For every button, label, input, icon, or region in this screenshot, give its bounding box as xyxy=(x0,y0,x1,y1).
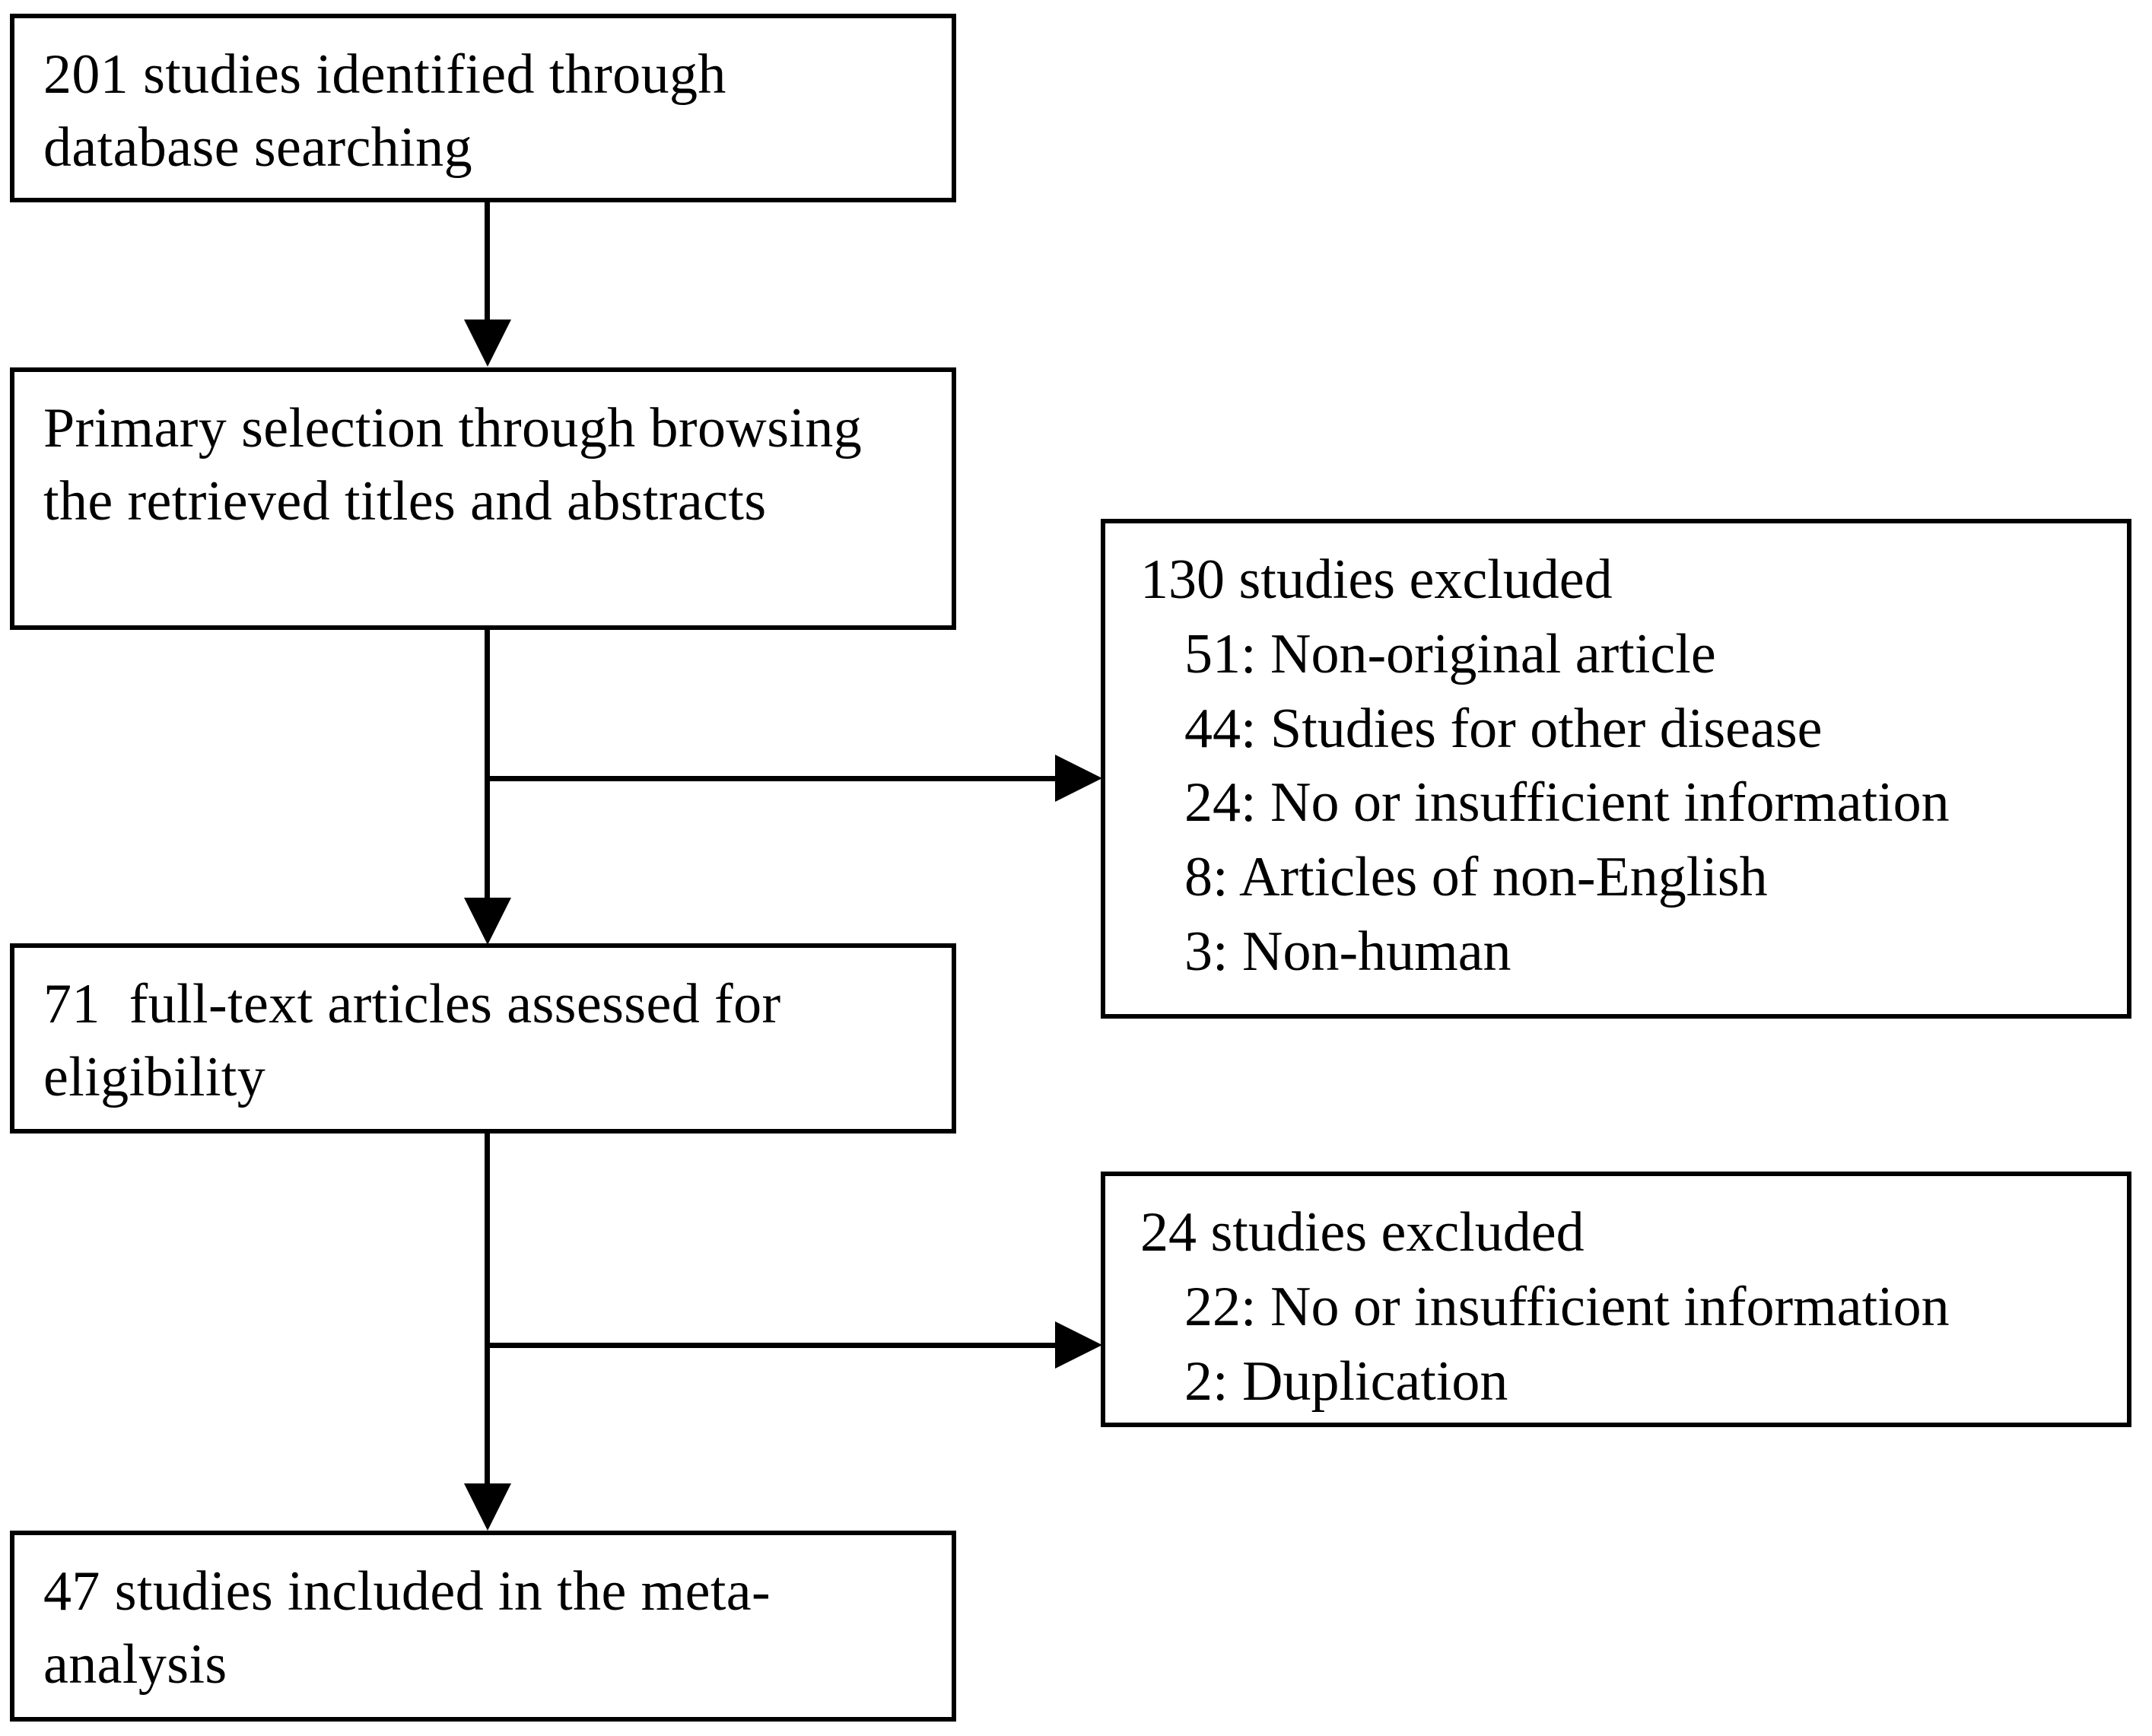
exclusion-reason-list-eligibility: 22: No or insufficient information 2: Du… xyxy=(1184,1270,1950,1419)
node-label-identification: 201 studies identified through database … xyxy=(43,43,741,180)
node-box-identification: 201 studies identified through database … xyxy=(10,14,956,202)
connector-primary-to-fulltext xyxy=(485,630,490,900)
exclusion-reason-list-screening: 51: Non-original article 44: Studies for… xyxy=(1184,618,1950,989)
exclusion-title-eligibility: 24 studies excluded xyxy=(1140,1201,1585,1264)
exclusion-box-screening: 130 studies excluded 51: Non-original ar… xyxy=(1101,519,2131,1019)
node-label-full-text-assessed: 71 full-text articles assessed for eligi… xyxy=(43,973,796,1109)
connector-branch-exclusion-eligibility xyxy=(485,1343,1057,1348)
exclusion-box-eligibility: 24 studies excluded 22: No or insufficie… xyxy=(1101,1172,2131,1427)
node-label-included: 47 studies included in the meta-analysis xyxy=(43,1560,771,1696)
exclusion-reason-item: 8: Articles of non-English xyxy=(1184,846,1768,909)
exclusion-reason-item: 2: Duplication xyxy=(1184,1350,1508,1413)
connector-identification-to-primary xyxy=(485,202,490,321)
exclusion-reason-item: 51: Non-original article xyxy=(1184,623,1716,685)
connector-fulltext-to-included xyxy=(485,1133,490,1487)
arrowhead-down-identification xyxy=(464,320,511,367)
exclusion-reason-item: 24: No or insufficient information xyxy=(1184,771,1950,835)
arrowhead-right-exclusion-eligibility xyxy=(1055,1321,1102,1369)
node-label-primary-selection: Primary selection through browsing the r… xyxy=(43,397,877,533)
exclusion-reason-item: 22: No or insufficient information xyxy=(1184,1276,1950,1338)
connector-branch-exclusion-screening xyxy=(485,776,1057,781)
arrowhead-right-exclusion-screening xyxy=(1055,755,1102,802)
exclusion-reason-item: 44: Studies for other disease xyxy=(1184,697,1823,760)
node-box-primary-selection: Primary selection through browsing the r… xyxy=(10,367,956,630)
node-box-included: 47 studies included in the meta-analysis xyxy=(10,1531,956,1722)
exclusion-reason-item: 3: Non-human xyxy=(1184,920,1511,983)
node-box-full-text-assessed: 71 full-text articles assessed for eligi… xyxy=(10,943,956,1133)
arrowhead-down-primary xyxy=(464,898,511,945)
arrowhead-down-fulltext xyxy=(464,1483,511,1531)
exclusion-title-screening: 130 studies excluded xyxy=(1140,548,1613,611)
